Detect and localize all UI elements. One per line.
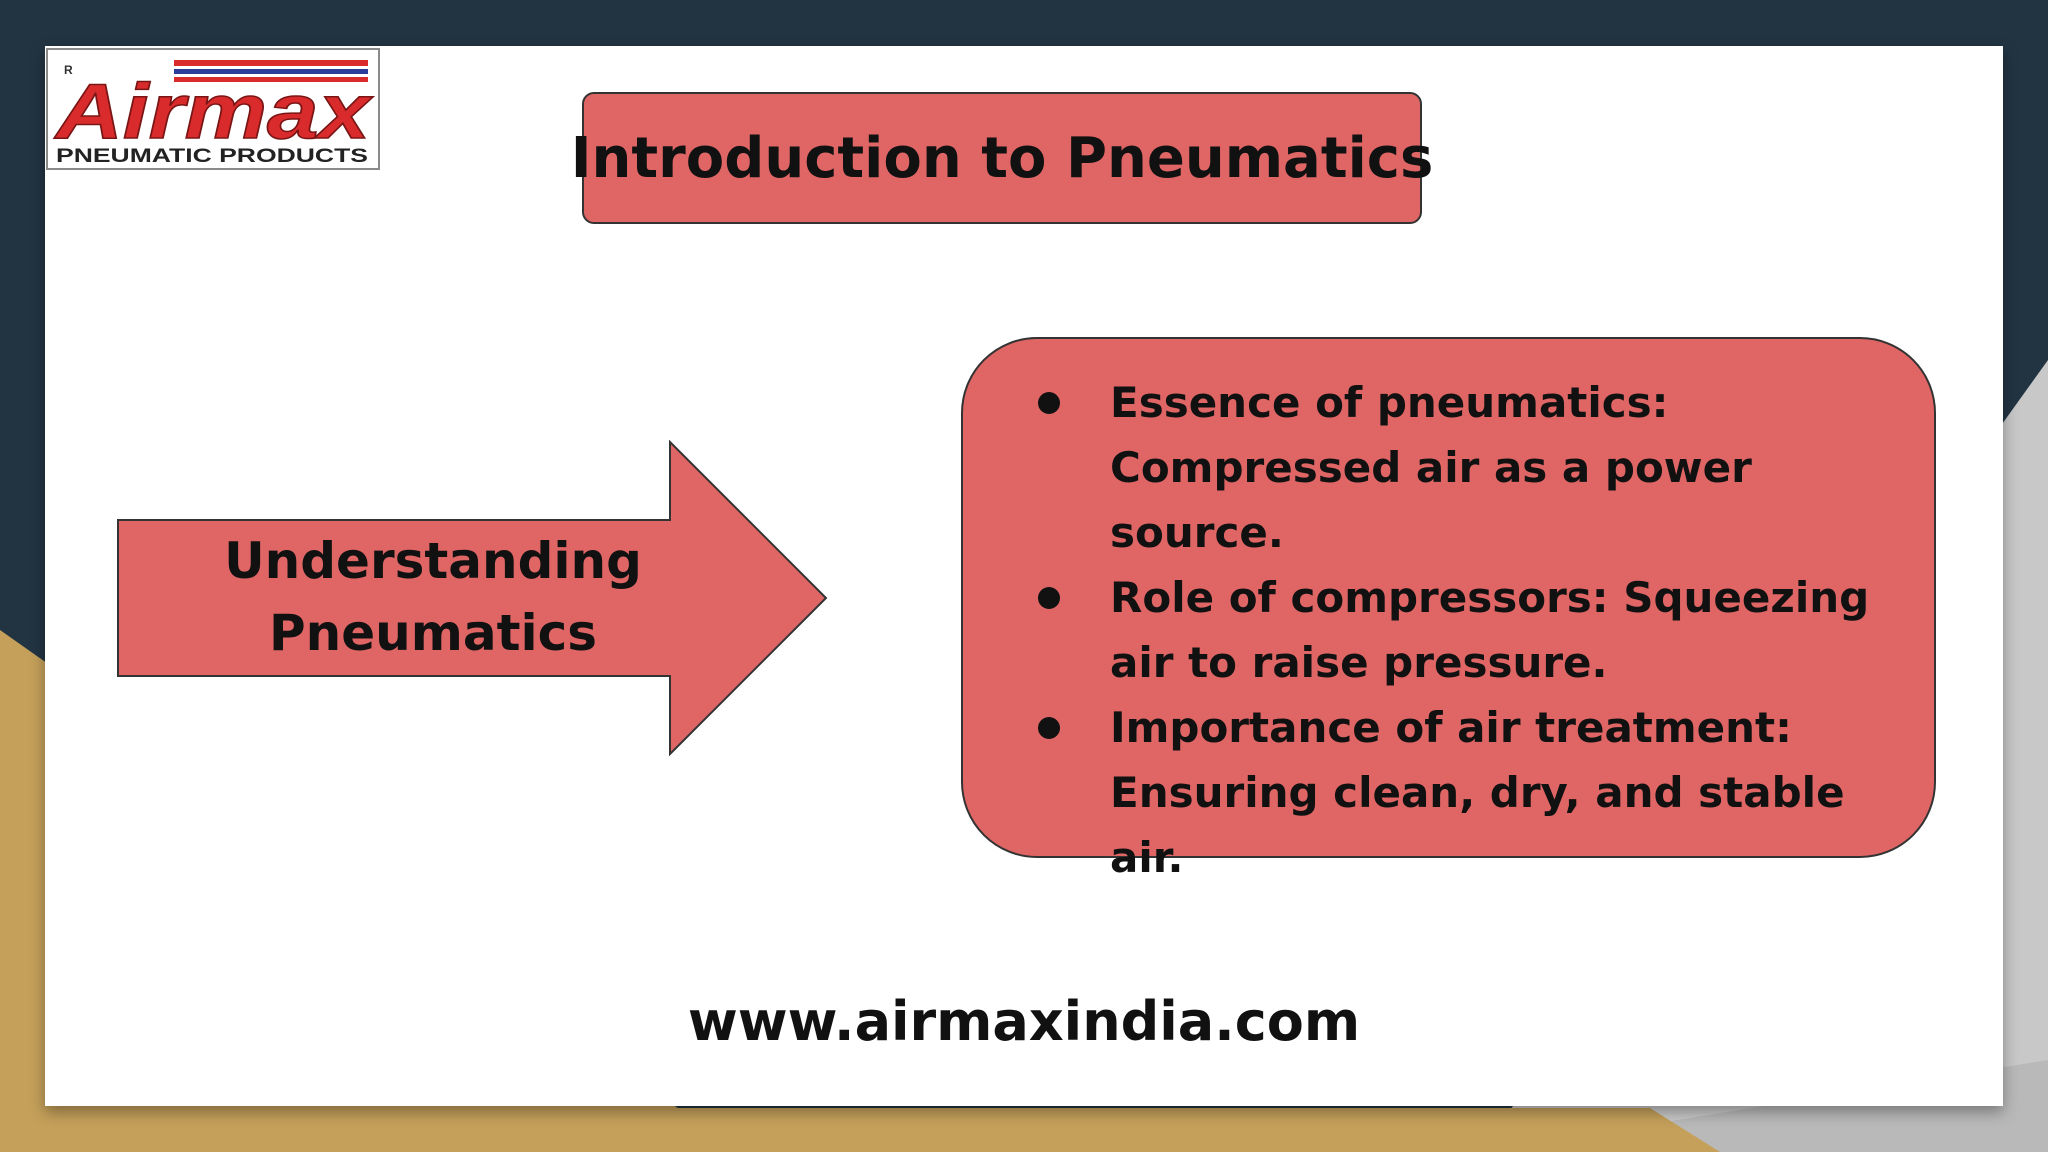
bullet-text: Importance of air treatment: Ensuring cl… [1110,703,1845,882]
logo-graphic: R Airmax PNEUMATIC PRODUCTS [53,60,375,167]
arrow-label: Understanding Pneumatics [118,512,748,682]
bullet-text: Essence of pneumatics: Compressed air as… [1110,378,1752,557]
bullet-text: Role of compressors: Squeezing air to ra… [1110,573,1870,687]
airmax-logo: R Airmax PNEUMATIC PRODUCTS [46,48,380,170]
content-box [961,337,1936,858]
arrow-label-line2: Pneumatics [268,604,598,662]
title-box: Introduction to Pneumatics [571,92,1433,224]
svg-text:R: R [64,63,73,77]
list-item: Importance of air treatment: Ensuring cl… [1030,695,1930,890]
svg-text:PNEUMATIC PRODUCTS: PNEUMATIC PRODUCTS [56,146,368,167]
list-item: Essence of pneumatics: Compressed air as… [1030,370,1930,565]
website-url: www.airmaxindia.com [687,990,1361,1053]
bullet-dot-icon [1038,717,1060,739]
slide-title: Introduction to Pneumatics [570,125,1434,191]
right-arrow-shape [117,440,828,756]
bullet-dot-icon [1038,392,1060,414]
svg-text:Airmax: Airmax [54,67,375,155]
bullet-dot-icon [1038,587,1060,609]
arrow-label-line1: Understanding [224,532,642,590]
list-item: Role of compressors: Squeezing air to ra… [1030,565,1930,695]
bullet-list: Essence of pneumatics: Compressed air as… [1030,370,1930,890]
